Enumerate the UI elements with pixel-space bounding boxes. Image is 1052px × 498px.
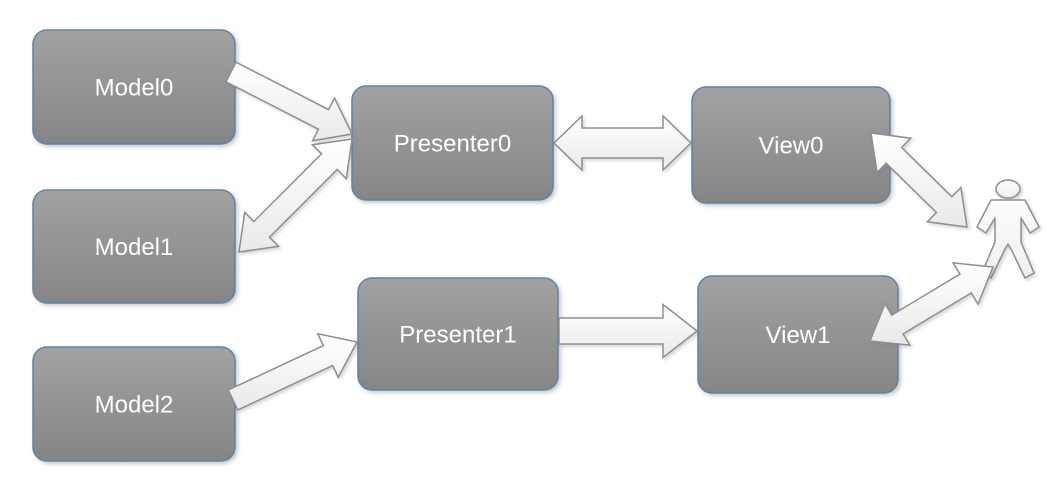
- node-view1: View1: [697, 275, 899, 394]
- node-label-view1: View1: [766, 322, 831, 349]
- user-icon: [976, 179, 1040, 279]
- arrow-view0-user: [870, 132, 968, 228]
- user-body: [976, 199, 1040, 279]
- node-model1: Model1: [32, 189, 236, 304]
- node-presenter0: Presenter0: [351, 85, 554, 201]
- node-label-model0: Model0: [95, 75, 174, 102]
- arrow-presenter0-view0: [552, 114, 693, 172]
- arrow-model2-to-presenter1: [227, 332, 359, 411]
- arrow-model0-to-presenter0: [224, 61, 354, 142]
- node-label-presenter1: Presenter1: [399, 322, 516, 349]
- arrow-presenter1-to-view1: [558, 302, 699, 360]
- node-label-view0: View0: [759, 133, 824, 160]
- node-view0: View0: [691, 86, 891, 204]
- node-label-presenter0: Presenter0: [394, 131, 511, 158]
- user-head: [995, 179, 1021, 199]
- arrow-view1-user: [868, 262, 995, 346]
- node-model2: Model2: [32, 346, 236, 462]
- node-label-model2: Model2: [95, 392, 174, 419]
- node-box-model1: [32, 189, 236, 304]
- arrow-model1-presenter0: [238, 138, 353, 253]
- node-box-presenter1: [357, 277, 559, 391]
- node-model0: Model0: [32, 29, 236, 145]
- node-presenter1: Presenter1: [357, 277, 559, 391]
- node-label-model1: Model1: [95, 234, 174, 261]
